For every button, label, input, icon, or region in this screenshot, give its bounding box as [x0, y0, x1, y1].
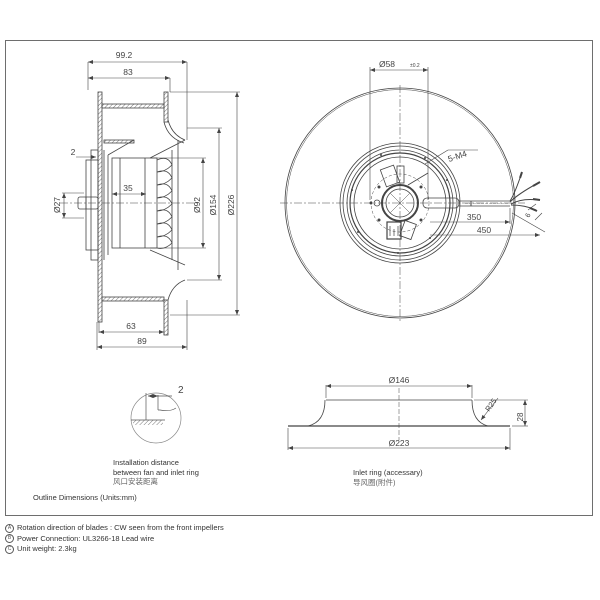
note-power: B Power Connection: UL3266-18 Lead wire	[5, 534, 224, 545]
dim-base-depth: 63	[126, 321, 136, 331]
detail-caption-en-1: Installation distance	[113, 458, 179, 467]
marker-b-icon: B	[5, 534, 14, 544]
note-weight: C Unit weight: 2.3kg	[5, 544, 224, 555]
note-weight-text: Unit weight: 2.3kg	[17, 544, 77, 553]
dim-ring-radius: R25	[483, 397, 498, 413]
side-view-labels: 99.2 83 2 35 Ø27 Ø92 Ø154 Ø226 63 89	[52, 50, 236, 346]
dim-ring-inner-dia: Ø146	[389, 375, 410, 385]
marker-a-icon: A	[5, 523, 14, 533]
dim-impeller-depth: 83	[123, 67, 133, 77]
dim-bolt-circle-tolerance: ±0.2	[410, 63, 420, 69]
front-view-labels: Ø58 ±0.2 5-M4 350 450 6	[379, 59, 533, 235]
detail-caption: Installation distance between fan and in…	[113, 458, 199, 487]
dim-hub-depth: 35	[123, 183, 133, 193]
marker-c-icon: C	[5, 544, 14, 554]
detail-caption-en-2: between fan and inlet ring	[113, 467, 199, 477]
dim-shaft-dia: Ø27	[52, 197, 62, 213]
note-power-text: Power Connection: UL3266-18 Lead wire	[17, 533, 155, 543]
note-rotation: A Rotation direction of blades : CW seen…	[5, 523, 224, 534]
dim-bolt-circle: Ø58	[379, 59, 395, 69]
front-view	[280, 67, 546, 322]
dim-overall-depth: 99.2	[116, 50, 133, 60]
note-rotation-text: Rotation direction of blades : CW seen f…	[17, 523, 224, 532]
dim-strip-length: 6	[525, 212, 533, 219]
side-view	[60, 60, 240, 350]
dim-lead-length-450: 450	[477, 225, 491, 235]
notes-list: A Rotation direction of blades : CW seen…	[5, 523, 224, 555]
dim-outer-dia: Ø226	[226, 194, 236, 215]
dim-ring-height: 28	[516, 412, 525, 421]
dim-ring-outer-dia: Ø223	[389, 438, 410, 448]
detail-caption-cn: 风口安装距离	[113, 477, 158, 486]
dim-inlet-dia: Ø92	[192, 197, 202, 213]
inlet-ring-caption: Inlet ring (accessary) 导风圈(附件)	[353, 468, 423, 487]
dim-mount-thread: 5-M4	[447, 148, 469, 164]
inlet-ring-caption-cn: 导风圈(附件)	[353, 477, 396, 487]
detail-gap-value: 2	[178, 385, 184, 396]
dim-total-base: 89	[137, 336, 147, 346]
detail-view	[130, 392, 182, 444]
drawing-frame	[5, 40, 593, 516]
inlet-ring-caption-en: Inlet ring (accessary)	[353, 468, 423, 477]
dim-gap: 2	[71, 147, 76, 157]
drawing-title: Outline Dimensions (Units:mm)	[33, 493, 137, 502]
dim-lead-length-350: 350	[467, 212, 481, 222]
dim-ring-dia: Ø154	[208, 194, 218, 215]
inlet-ring-view	[287, 384, 528, 450]
